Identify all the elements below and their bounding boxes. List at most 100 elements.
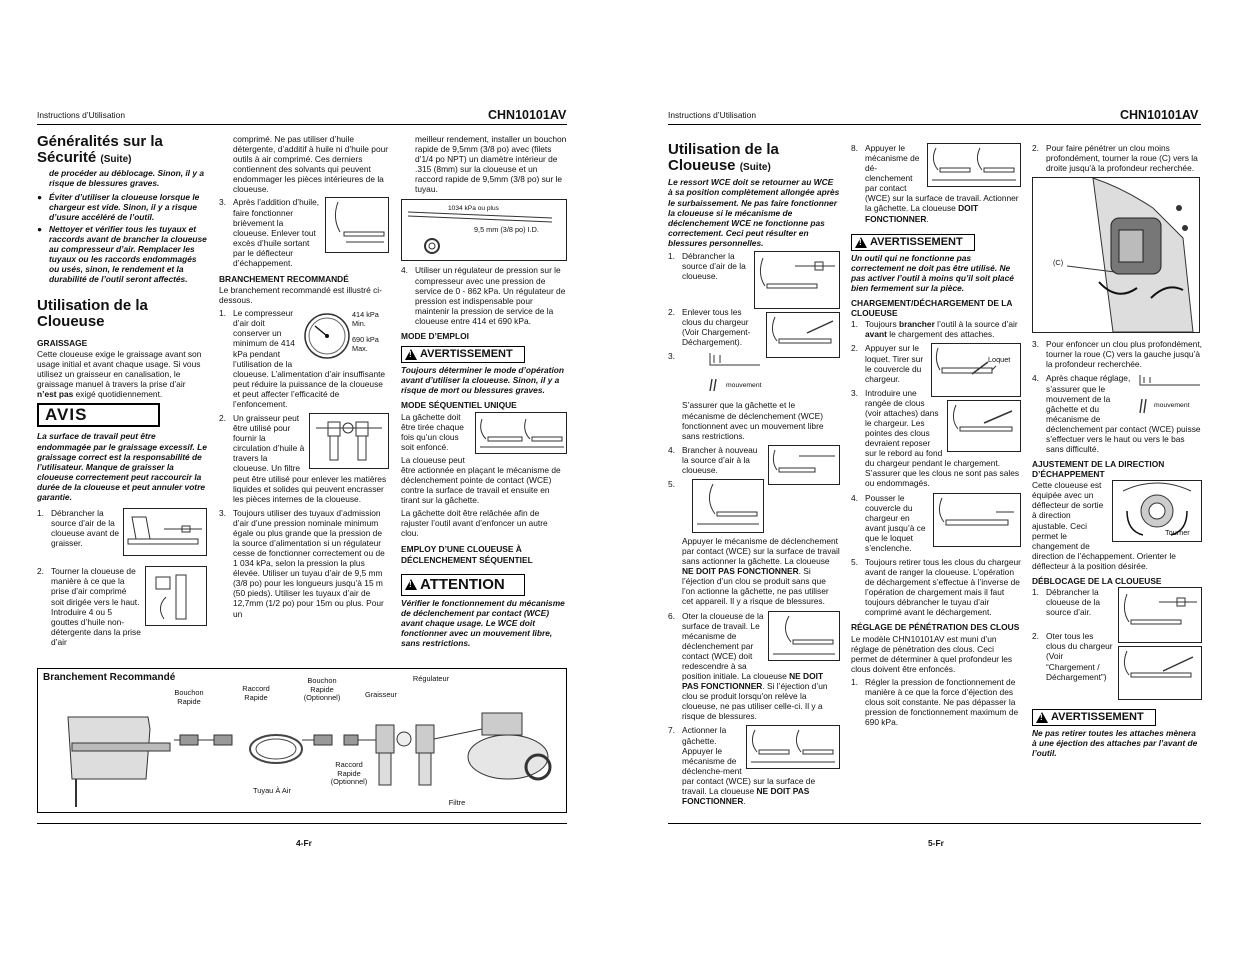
list-item: 7. Actionner la gâchette. Appuyer le méc… [668, 725, 840, 806]
loquet-label: Loquet [988, 355, 1011, 365]
label-tuyau: Tuyau À Air [253, 786, 291, 795]
graissage-steps: 1. Débrancher la source d’air de la clou… [37, 508, 207, 647]
left-column-1: Généralités sur la Sécurité (Suite) de p… [37, 133, 207, 651]
list-item: 1. 414 kPa Min. 690 kPa Max. Le compress… [219, 308, 389, 409]
trigger-illustration [475, 411, 567, 454]
right-column-3: 2.Pour faire pénétrer un clou moins prof… [1032, 143, 1202, 761]
oil-step-3: 3. Après l’addition d’huile, faire fonct… [219, 197, 389, 268]
lift-illustration [768, 610, 840, 661]
label-filtre: Filtre [448, 798, 466, 807]
subheading-mode-unique: MODE SÉQUENTIEL UNIQUE [401, 400, 517, 411]
list-item: 4. Pousser le couvercle du chargeur en a… [851, 492, 1021, 553]
list-item: 5. Toujours retirer tous les clous du ch… [851, 557, 1021, 618]
continued-text: de procéder au déblocage. Sinon, il y a … [49, 168, 204, 189]
nailer-illustration [123, 508, 207, 557]
label-bouchon-rapide: Bouchon Rapide [174, 688, 204, 706]
tourner-label: Tourner [1165, 528, 1190, 538]
fire-illustration [927, 143, 1021, 187]
disconnect-illustration [754, 250, 840, 309]
warning-label: AVERTISSEMENT [1032, 709, 1156, 727]
list-item: 6. Oter la cloueuse de la surface de tra… [668, 610, 840, 722]
footer-rule [668, 823, 1201, 824]
jam-clear-steps: 1. Débrancher la cloueuse de la source d… [1032, 587, 1202, 701]
subheading-deblocage: DÉBLOCAGE DE LA CLOUEUSE [1032, 575, 1162, 586]
list-item: 8. Appuyer le mécanisme de dé-clenchemen… [851, 143, 1021, 224]
trigger-movement-illustration: mouvement [1136, 373, 1202, 420]
list-item: 4. Brancher à nouveau la source d’air à … [668, 444, 840, 485]
avis-label: AVIS [37, 403, 160, 428]
section-title-usage: Utilisation de la Cloueuse [37, 297, 148, 331]
page-right: Instructions d’Utilisation CHN10101AV Ut… [630, 0, 1235, 954]
unload-illustration [1118, 646, 1202, 701]
subheading-graissage: GRAISSAGE [37, 337, 88, 348]
c-label: (C) [1053, 258, 1064, 268]
insert-nails-illustration [947, 400, 1021, 453]
gauge-label-min-text: Min. [352, 319, 366, 328]
attention-label: ATTENTION [401, 573, 525, 596]
label-bouchon-rapide-opt: Bouchon Rapide (Optionnel) [303, 676, 341, 703]
unload-illustration [766, 311, 840, 358]
subheading-ajustement: AJUSTEMENT DE LA DIRECTION D’ÉCHAPPEMENT [1032, 459, 1165, 480]
list-item: 2. Enlever tous les clous du chargeur (V… [668, 307, 840, 358]
running-header: Instructions d’Utilisation [37, 110, 125, 120]
label-graisseur: Graisseur [364, 690, 398, 699]
right-column-2: 8. Appuyer le mécanisme de dé-clenchemen… [851, 143, 1021, 731]
model-number: CHN10101AV [1120, 108, 1199, 122]
attention-text: Vérifier le fonctionnement du mécanisme … [401, 597, 565, 648]
subheading-reglage: RÉGLAGE DE PÉNÉTRATION DES CLOUS [851, 622, 1020, 633]
continued-text: meilleur rendement, installer un bouchon… [415, 134, 567, 195]
list-item: 2.Pour faire pénétrer un clou moins prof… [1032, 143, 1198, 174]
exhaust-deflector-illustration: Tourner [1112, 480, 1202, 543]
mouvement-label: mouvement [1154, 402, 1190, 410]
filter-lubricator-illustration [309, 413, 389, 470]
left-column-2: comprimé. Ne pas utiliser d’huile déterg… [219, 134, 389, 623]
warning-triangle-icon [405, 579, 417, 591]
hose-illustration: 1034 kPa ou plus 9,5 mm (3/8 po) I.D. [401, 199, 567, 262]
list-item: 1. Toujours brancher l’outil à la source… [851, 319, 1018, 340]
pressure-gauge-illustration: 414 kPa Min. 690 kPa Max. [303, 308, 389, 365]
depth-steps-b: 3.Pour enfoncer un clou plus profondémen… [1032, 339, 1202, 454]
list-item: 1. Débrancher la cloueuse de la source d… [1032, 587, 1202, 644]
list-item: 2. Oter tous les clous du chargeur (Voir… [1032, 631, 1202, 701]
safety-bullets: ●Éviter d’utiliser la cloueuse lorsque l… [37, 192, 207, 285]
warning-label: AVERTISSEMENT [401, 346, 525, 364]
warning-triangle-icon [405, 349, 417, 361]
mode-unique-text-3: La gâchette doit être relâchée afin de r… [401, 508, 548, 539]
disconnect-illustration [1118, 587, 1202, 644]
warning-text: Toujours déterminer le mode d’opération … [401, 365, 565, 396]
section-title-usage: Utilisation de la Cloueuse (Suite) [668, 141, 779, 175]
page-number: 4-Fr [296, 838, 312, 848]
list-item: 1. Débrancher la source d’air de la clou… [668, 250, 840, 309]
trigger-contact-illustration [746, 725, 840, 770]
list-item: 3. mouvement S’assurer que la gâchette e… [668, 351, 824, 441]
warning-text: Un outil qui ne fonctionne pas correctem… [851, 252, 1014, 294]
list-item: 3. Introduire une rangée de clous (voir … [851, 387, 1021, 489]
list-item: 2. Tourner la cloueuse de manière à ce q… [37, 566, 207, 647]
loading-steps: 1. Toujours brancher l’outil à la source… [851, 319, 1021, 617]
branchement-step-4: 4.Utiliser un régulateur de pression sur… [401, 265, 567, 325]
oiling-illustration [145, 566, 207, 627]
connection-diagram: Branchement Recommandé Bouchon R [37, 668, 567, 813]
gauge-label-max: 690 kPa [352, 334, 379, 344]
page-left: Instructions d’Utilisation CHN10101AV Gé… [0, 0, 600, 954]
gauge-label-min: 414 kPa [352, 310, 379, 320]
section-title-safety: Généralités sur la Sécurité (Suite) [37, 133, 163, 167]
list-item: 1.Régler la pression de fonctionnement d… [851, 676, 1019, 728]
footer-rule [37, 823, 567, 824]
reglage-steps: 1.Régler la pression de fonctionnement d… [851, 677, 1021, 727]
list-item: 3. Toujours utiliser des tuyaux d’admiss… [219, 507, 385, 619]
list-item: 2. Loquet Appuyer sur le loquet. Tirer s… [851, 343, 1021, 398]
bullet-item: ●Nettoyer et vérifier tous les tuyaux et… [37, 223, 207, 285]
mode-unique-text-2: La cloueuse peut être actionnée en plaça… [401, 454, 561, 506]
list-item: 5. Appuyer le mécanisme de déclenchement… [668, 479, 840, 607]
subheading-chargement: CHARGEMENT/DÉCHARGEMENT DE LA CLOUEUSE [851, 298, 1013, 319]
hose-rating-label: 1034 kPa ou plus [448, 205, 499, 213]
model-number: CHN10101AV [488, 108, 567, 122]
diagram-title: Branchement Recommandé [43, 672, 176, 683]
header-rule [668, 124, 1201, 125]
warning-text: Ne pas retirer toutes les attaches mèner… [1032, 728, 1198, 759]
page-number: 5-Fr [928, 838, 944, 848]
contact-illustration [692, 479, 764, 534]
depth-adjust-illustration: (C) [1032, 177, 1200, 334]
warning-label: AVERTISSEMENT [851, 233, 975, 251]
